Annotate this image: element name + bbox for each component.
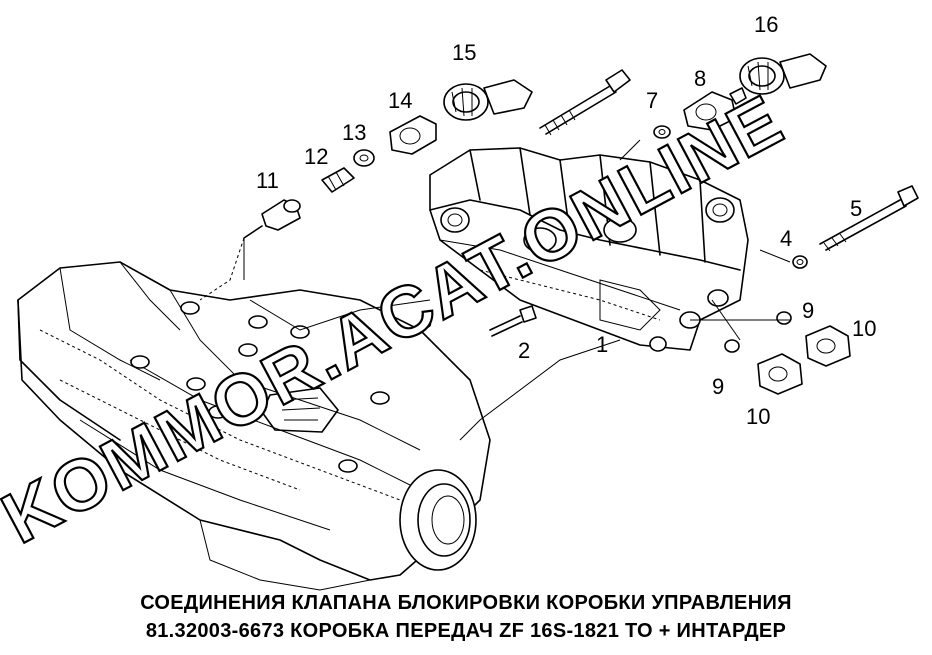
callout-16: 16	[754, 12, 779, 37]
sensor-10-left	[724, 339, 803, 395]
connector-15	[443, 79, 533, 121]
callout-12: 12	[304, 144, 329, 169]
callout-14: 14	[388, 88, 413, 113]
callout-11: 11	[256, 168, 279, 193]
callout-9-left: 9	[712, 374, 725, 399]
fitting-11	[199, 199, 301, 301]
callout-4: 4	[780, 226, 793, 251]
callout-10-left: 10	[746, 404, 771, 429]
callout-8: 8	[694, 66, 707, 91]
callout-7: 7	[646, 88, 659, 113]
shift-control-box	[429, 147, 749, 352]
sensor-14	[389, 115, 437, 155]
caption-line-1: СОЕДИНЕНИЯ КЛАПАНА БЛОКИРОВКИ КОРОБКИ УП…	[140, 592, 792, 614]
connector-16	[739, 53, 827, 95]
long-bolt-upper	[539, 69, 631, 136]
washer-7	[653, 125, 671, 139]
callout-2: 2	[518, 338, 531, 363]
washer-4	[792, 255, 808, 269]
callout-3: 3	[420, 308, 433, 333]
sensor-8	[683, 87, 747, 131]
callout-15: 15	[452, 40, 477, 65]
ring-13	[353, 149, 375, 167]
long-bolt-right	[819, 185, 919, 252]
bolt-2	[489, 305, 537, 337]
callout-9-right: 9	[802, 298, 815, 323]
leader-lines	[243, 139, 791, 441]
callout-1: 1	[596, 332, 609, 357]
gearbox-housing	[17, 261, 491, 591]
callout-10-right: 10	[852, 316, 877, 341]
callout-13: 13	[342, 120, 367, 145]
adapter-12	[321, 167, 355, 193]
caption-line-2: 81.32003-6673 КОРОБКА ПЕРЕДАЧ ZF 16S-182…	[145, 620, 787, 642]
sensor-10-right	[776, 311, 851, 367]
callout-5: 5	[850, 196, 863, 221]
